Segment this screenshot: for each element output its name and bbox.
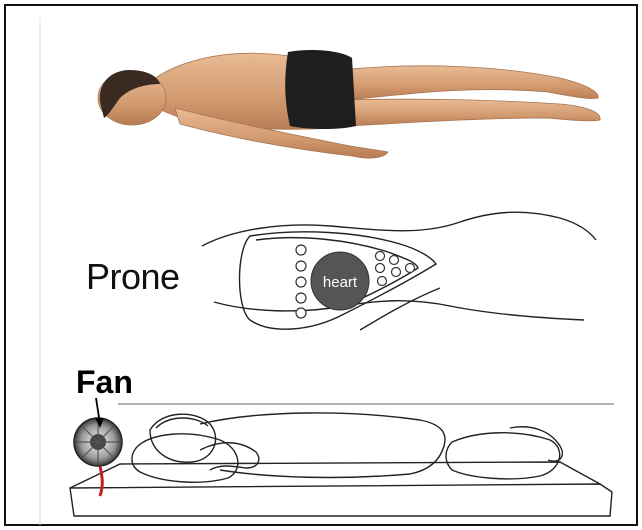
- fan-label: Fan: [76, 364, 133, 401]
- fan-icon: [74, 418, 122, 496]
- prone-person-render: [98, 50, 600, 158]
- prone-label: Prone: [86, 256, 180, 298]
- heart-label: heart: [323, 274, 358, 291]
- sleeper-drawing: [70, 404, 614, 516]
